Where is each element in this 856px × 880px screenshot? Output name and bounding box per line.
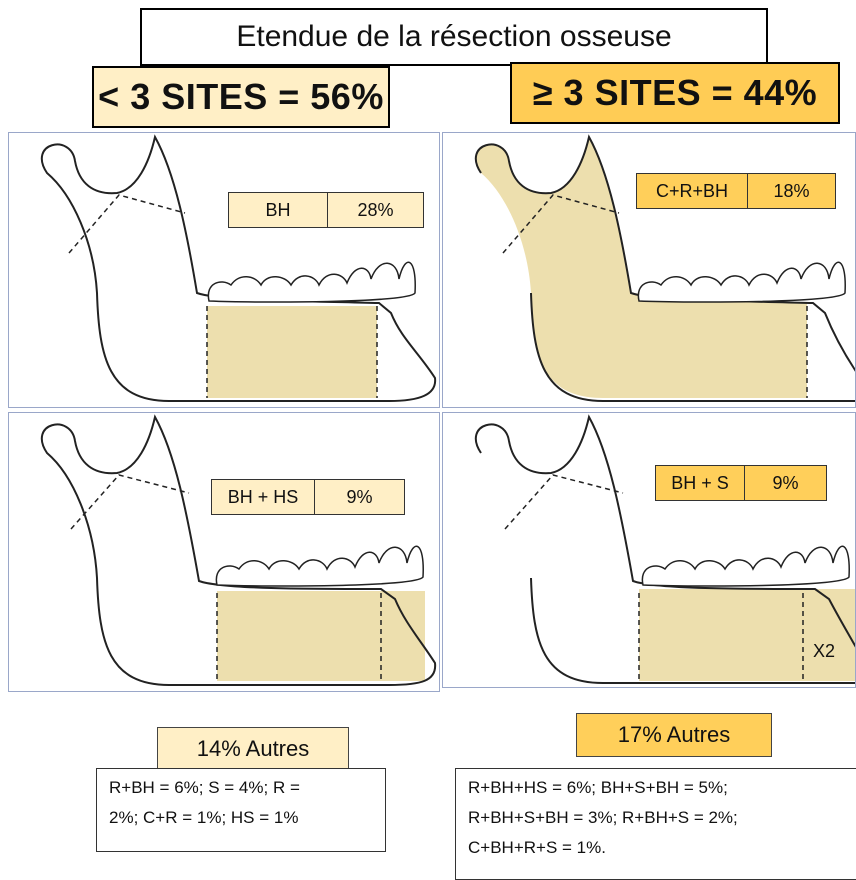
detail-line: R+BH+HS = 6%; BH+S+BH = 5%;	[468, 773, 844, 803]
teeth-outline	[216, 546, 423, 586]
code-tag-bh-s: BH + S 9%	[655, 465, 827, 501]
code-label: C+R+BH	[637, 174, 747, 208]
panel-bh-s: BH + S 9% X2	[442, 412, 856, 688]
mandible-diagram-bh-s	[443, 413, 856, 688]
others-label-left: 14% Autres	[157, 727, 349, 771]
panel-c-r-bh: C+R+BH 18%	[442, 132, 856, 408]
percent-value: 18%	[747, 174, 835, 208]
mandible-diagram-bh	[9, 133, 440, 408]
resection-zone	[207, 306, 377, 398]
teeth-outline	[208, 262, 415, 302]
others-label-right: 17% Autres	[576, 713, 772, 757]
mandible-diagram-bh-hs	[9, 413, 440, 692]
detail-line: 2%; C+R = 1%; HS = 1%	[109, 803, 373, 833]
page-title: Etendue de la résection osseuse	[140, 8, 768, 66]
resection-zone	[639, 589, 856, 681]
detail-line: C+BH+R+S = 1%.	[468, 833, 844, 863]
panel-bh: BH 28%	[8, 132, 440, 408]
group-label-less-than-3-sites: < 3 SITES = 56%	[92, 66, 390, 128]
percent-value: 9%	[744, 466, 826, 500]
code-label: BH + HS	[212, 480, 314, 514]
teeth-outline	[638, 262, 845, 302]
code-tag-c-r-bh: C+R+BH 18%	[636, 173, 836, 209]
detail-line: R+BH = 6%; S = 4%; R =	[109, 773, 373, 803]
panel-bh-hs: BH + HS 9%	[8, 412, 440, 692]
code-tag-bh-hs: BH + HS 9%	[211, 479, 405, 515]
resection-zone	[217, 591, 425, 681]
code-label: BH + S	[656, 466, 744, 500]
percent-value: 28%	[327, 193, 423, 227]
code-label: BH	[229, 193, 327, 227]
teeth-outline	[642, 546, 849, 586]
group-label-3-or-more-sites: ≥ 3 SITES = 44%	[510, 62, 840, 124]
others-detail-right: R+BH+HS = 6%; BH+S+BH = 5%; R+BH+S+BH = …	[455, 768, 856, 880]
percent-value: 9%	[314, 480, 404, 514]
multiplier-note: X2	[813, 641, 835, 662]
others-detail-left: R+BH = 6%; S = 4%; R = 2%; C+R = 1%; HS …	[96, 768, 386, 852]
detail-line: R+BH+S+BH = 3%; R+BH+S = 2%;	[468, 803, 844, 833]
code-tag-bh: BH 28%	[228, 192, 424, 228]
